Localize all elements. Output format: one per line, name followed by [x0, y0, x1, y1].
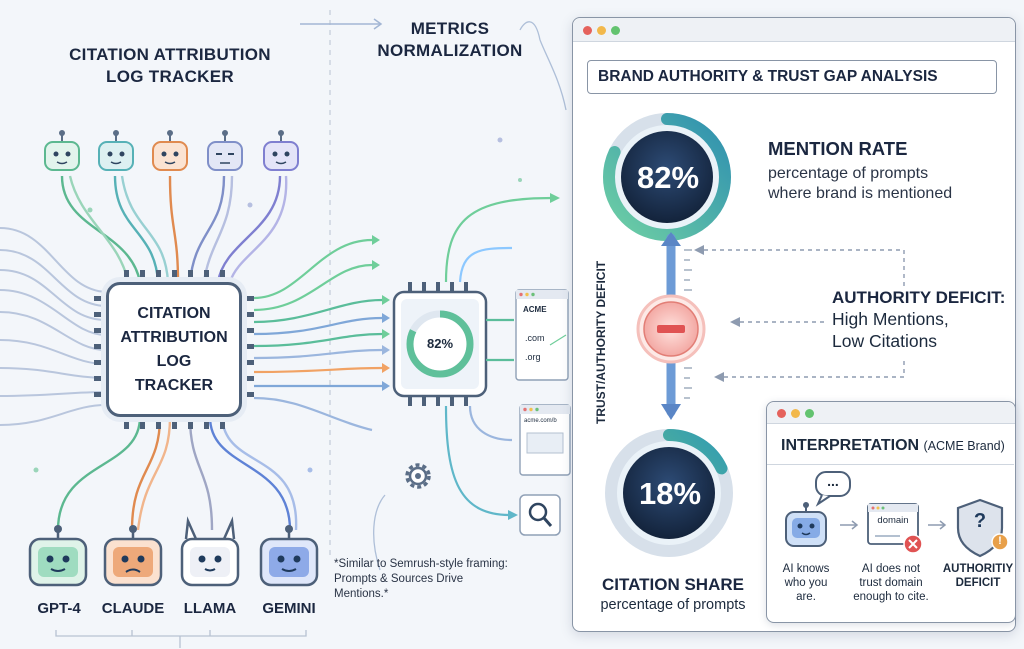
decorative-dots	[33, 137, 522, 473]
deficit-heading: AUTHORITY DEFICIT:	[832, 288, 1006, 307]
tracker-title: CITATION ATTRIBUTION LOG TRACKER	[69, 45, 271, 86]
domain-card-line2: .org	[525, 352, 541, 362]
citation-sub: percentage of prompts	[600, 597, 746, 613]
tracker-hub: CITATION ATTRIBUTION LOG TRACKER	[106, 282, 242, 417]
claude-robot-icon	[103, 525, 163, 587]
deficit-axis-label: TRUST/AUTHORITY DEFICIT	[594, 260, 608, 424]
normalizer-value: 82%	[426, 336, 454, 351]
model-wires-bottom	[56, 416, 298, 531]
interp-close-dot[interactable]	[777, 409, 786, 418]
citation-info: CITATION SHARE percentage of prompts	[592, 575, 754, 613]
normalization-title: METRICS NORMALIZATION	[377, 19, 523, 60]
analysis-title: BRAND AUTHORITY & TRUST GAP ANALYSIS	[587, 60, 997, 94]
minimize-dot[interactable]	[597, 26, 606, 35]
mention-sub1: percentage of prompts	[768, 165, 929, 182]
mention-sub2: where brand is mentioned	[768, 185, 953, 202]
robot-icons-top	[44, 130, 299, 171]
interp-minimize-dot[interactable]	[791, 409, 800, 418]
mention-value: 82%	[636, 160, 700, 195]
model-label-gemini: GEMINI	[262, 600, 316, 617]
faint-arrows	[373, 21, 567, 571]
deficit-info: AUTHORITY DEFICIT: High Mentions, Low Ci…	[832, 288, 1005, 352]
footnote: *Similar to Semrush-style framing: Promp…	[334, 558, 508, 600]
gpt4-robot-icon	[28, 525, 88, 587]
gear-icon	[405, 463, 431, 489]
analysis-titlebar	[573, 18, 1015, 42]
mention-info: MENTION RATE percentage of prompts where…	[768, 138, 952, 204]
domain-card	[515, 289, 569, 381]
url-card-title: acme.com/b	[524, 418, 557, 424]
model-label-gpt4: GPT-4	[37, 600, 81, 617]
close-dot[interactable]	[583, 26, 592, 35]
maximize-dot[interactable]	[611, 26, 620, 35]
interp-step1: AI knows who you are.	[782, 563, 830, 603]
interpretation-title-row: INTERPRETATION (ACME Brand)	[781, 437, 1005, 455]
input-wires-left	[0, 227, 107, 426]
arrowheads	[372, 235, 390, 391]
chat-bubble-dots: ...	[827, 473, 839, 489]
model-robot-icons	[28, 516, 319, 587]
hub-label: CITATION ATTRIBUTION LOG TRACKER	[120, 304, 228, 394]
normalizer-chip	[392, 282, 488, 406]
model-label-llama: LLAMA	[183, 600, 237, 617]
mention-heading: MENTION RATE	[768, 138, 908, 159]
citation-heading: CITATION SHARE	[602, 575, 744, 594]
interp-step2: AI does not trust domain enough to cite.	[853, 563, 929, 603]
model-label-claude: CLAUDE	[101, 600, 165, 617]
deficit-line1: High Mentions,	[832, 309, 949, 329]
interpretation-title: INTERPRETATION	[781, 437, 920, 454]
domain-label: domain	[877, 515, 909, 526]
domain-card-line1: .com	[525, 333, 545, 343]
citation-value: 18%	[638, 476, 702, 511]
interpretation-titlebar	[767, 402, 1015, 424]
hub-output-wires	[253, 238, 383, 432]
url-card	[519, 404, 571, 476]
interpretation-subtitle: (ACME Brand)	[923, 439, 1005, 453]
normalizer-output-wires	[444, 196, 553, 517]
interp-maximize-dot[interactable]	[805, 409, 814, 418]
llama-robot-icon	[180, 516, 240, 587]
deficit-line2: Low Citations	[832, 331, 938, 351]
interp-step3: AUTHORITIY DEFICIT	[942, 563, 1014, 589]
gemini-robot-icon	[259, 525, 319, 587]
shield-mark: ?	[973, 510, 987, 532]
search-icon	[519, 494, 561, 536]
domain-card-title: ACME	[523, 305, 547, 314]
models-bracket	[55, 630, 307, 648]
hub-pins	[94, 270, 254, 429]
bot-wires-top	[60, 175, 288, 283]
